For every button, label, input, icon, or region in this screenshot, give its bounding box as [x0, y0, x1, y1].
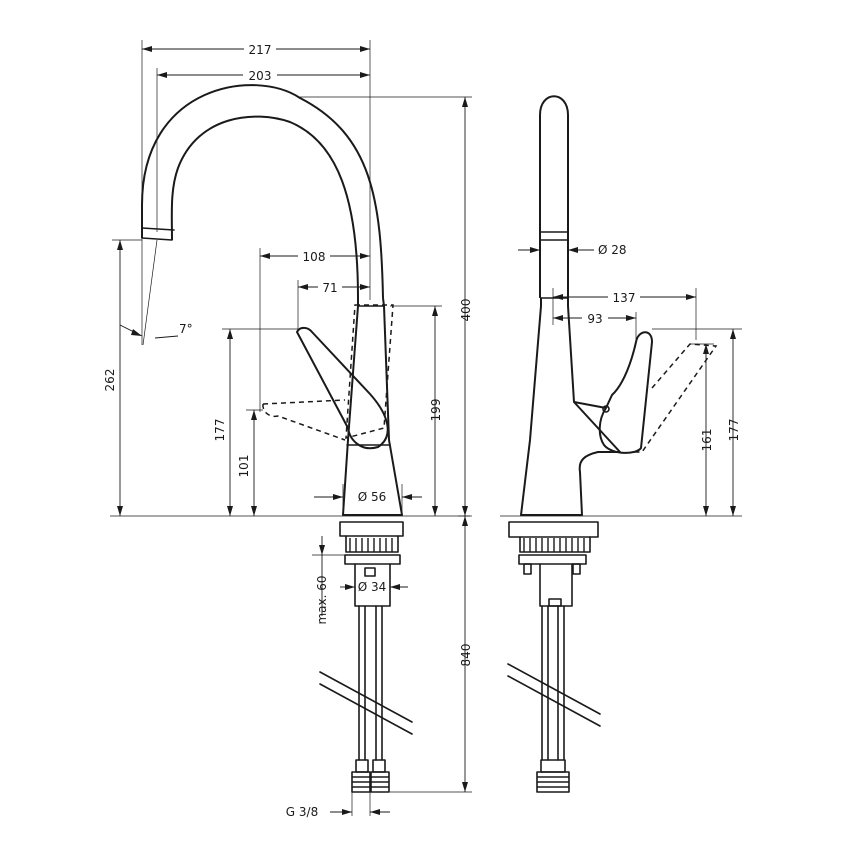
label-93: 93: [587, 312, 602, 326]
label-262: 262: [103, 369, 117, 392]
label-400: 400: [459, 299, 473, 322]
base-thread: [349, 538, 393, 552]
body: [342, 297, 403, 516]
break-line-1: [319, 671, 413, 723]
lever-swing: [345, 304, 394, 439]
label-108: 108: [303, 250, 326, 264]
label-199: 199: [429, 399, 443, 422]
label-101: 101: [237, 455, 251, 478]
label-g38: G 3/8: [286, 805, 318, 819]
label-840: 840: [459, 644, 473, 667]
label-max60: max. 60: [315, 575, 329, 624]
dimension-labels: 217 203 7° 108 71 Ø 56 Ø 34 G 3/8 Ø 28 1…: [103, 40, 741, 819]
break-line-2: [319, 683, 413, 735]
label-177-side: 177: [727, 419, 741, 442]
label-161: 161: [700, 429, 714, 452]
label-203: 203: [249, 69, 272, 83]
spout-outer: [141, 84, 384, 299]
label-217: 217: [249, 43, 272, 57]
label-34: Ø 34: [358, 580, 387, 594]
lever-swing-lower: [262, 399, 346, 441]
label-177-front: 177: [213, 419, 227, 442]
base-ring: [345, 535, 399, 553]
side-view: [507, 95, 718, 793]
label-56: Ø 56: [358, 490, 387, 504]
mount-clip: [364, 567, 376, 577]
label-7deg: 7°: [179, 322, 193, 336]
label-71: 71: [322, 281, 337, 295]
side-spout: [539, 95, 569, 298]
mount-nut: [344, 554, 401, 565]
lever: [296, 326, 389, 450]
spout-outlet-ring: [141, 227, 175, 241]
spout-inner: [170, 115, 359, 299]
label-137: 137: [613, 291, 636, 305]
front-view: [110, 84, 470, 793]
dimension-lines: [112, 40, 742, 816]
mount-shank: [354, 563, 391, 607]
side-lever-swing: [632, 343, 718, 453]
base-plate: [339, 521, 404, 537]
side-lever: [573, 331, 653, 454]
label-28: Ø 28: [598, 243, 627, 257]
